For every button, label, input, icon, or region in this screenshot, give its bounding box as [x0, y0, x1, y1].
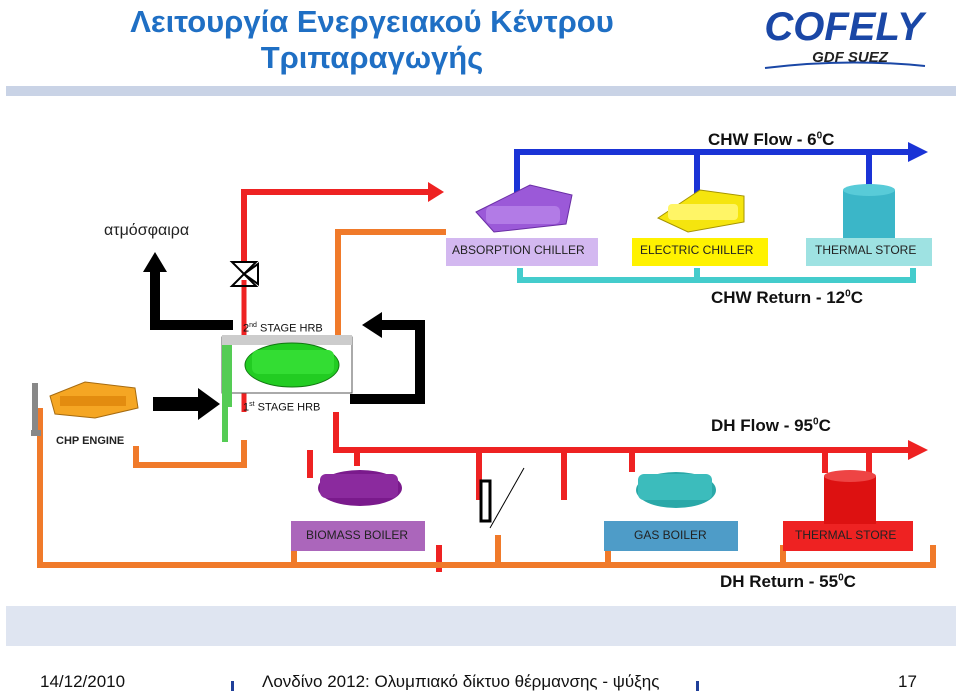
footer-date: 14/12/2010	[40, 672, 126, 691]
absorption-chiller-label: ABSORPTION CHILLER	[452, 243, 585, 257]
bypass-damper	[479, 467, 525, 529]
chw-return-line	[517, 268, 916, 283]
chw-flow-degree: 0	[816, 130, 823, 142]
logo-main-text: COFELY	[764, 5, 927, 49]
thermal-store-hot	[783, 470, 913, 551]
header-divider	[6, 86, 956, 96]
chw-return-label: CHW Return - 120C	[711, 288, 863, 308]
chw-flow-label: CHW Flow - 60C	[708, 130, 834, 150]
dh-return-label: DH Return - 550C	[720, 572, 856, 592]
footer-marker-left	[231, 681, 234, 691]
absorption-chiller	[446, 184, 598, 266]
stage1-number: 1	[243, 401, 250, 414]
stage1-text: STAGE HRB	[257, 401, 321, 414]
stage1-hrb-label: 1st STAGE HRB	[243, 401, 320, 414]
gas-boiler	[604, 472, 738, 551]
biomass-boiler-label: BIOMASS BOILER	[306, 528, 409, 542]
heat-recovery-boiler	[221, 335, 353, 442]
thermal-store-hot-label: THERMAL STORE	[795, 528, 897, 542]
thermal-store-cold	[806, 184, 932, 266]
dh-return-degree: 0	[838, 572, 844, 584]
chp-engine	[31, 381, 139, 436]
atmosphere-label: ατμόσφαιρα	[104, 222, 190, 239]
electric-chiller-label: ELECTRIC CHILLER	[640, 243, 754, 257]
title-line-2: Τριπαραγωγής	[260, 40, 484, 75]
footer-page-number: 17	[898, 672, 917, 691]
stage1-sup: st	[249, 401, 255, 408]
cofely-logo: COFELY GDF SUEZ	[764, 5, 927, 69]
chw-return-degree: 0	[845, 288, 851, 300]
stage2-hrb-label: 2nd STAGE HRB	[243, 322, 323, 335]
exhaust-arrows	[143, 252, 425, 420]
stage2-number: 2	[243, 322, 250, 335]
electric-chiller	[632, 189, 768, 266]
dh-flow-label: DH Flow - 950C	[711, 416, 831, 436]
title-line-1: Λειτουργία Ενεργειακού Κέντρου	[130, 4, 614, 39]
biomass-boiler	[291, 470, 425, 551]
dh-return-text: DH Return - 55	[720, 572, 839, 591]
footer-band	[6, 606, 956, 646]
chw-return-unit: C	[850, 288, 863, 307]
footer-marker-right	[696, 681, 699, 691]
thermal-store-cold-label: THERMAL STORE	[815, 243, 917, 257]
page-title: Λειτουργία Ενεργειακού Κέντρου Τριπαραγω…	[22, 4, 722, 76]
chw-flow-text: CHW Flow - 6	[708, 130, 817, 149]
dh-flow-unit: C	[818, 416, 831, 435]
chw-flow-line	[514, 142, 928, 197]
chw-return-text: CHW Return - 12	[711, 288, 846, 307]
three-way-valve	[229, 261, 259, 287]
chw-flow-unit: C	[822, 130, 835, 149]
gas-boiler-label: GAS BOILER	[634, 528, 707, 542]
dh-return-unit: C	[843, 572, 856, 591]
footer-title: Λονδίνο 2012: Ολυμπιακό δίκτυο θέρμανσης…	[262, 672, 660, 691]
stage2-sup: nd	[249, 322, 257, 329]
dh-flow-degree: 0	[813, 416, 819, 428]
stage2-text: STAGE HRB	[259, 322, 323, 335]
chp-engine-label: CHP ENGINE	[56, 435, 125, 447]
dh-flow-text: DH Flow - 95	[711, 416, 814, 435]
